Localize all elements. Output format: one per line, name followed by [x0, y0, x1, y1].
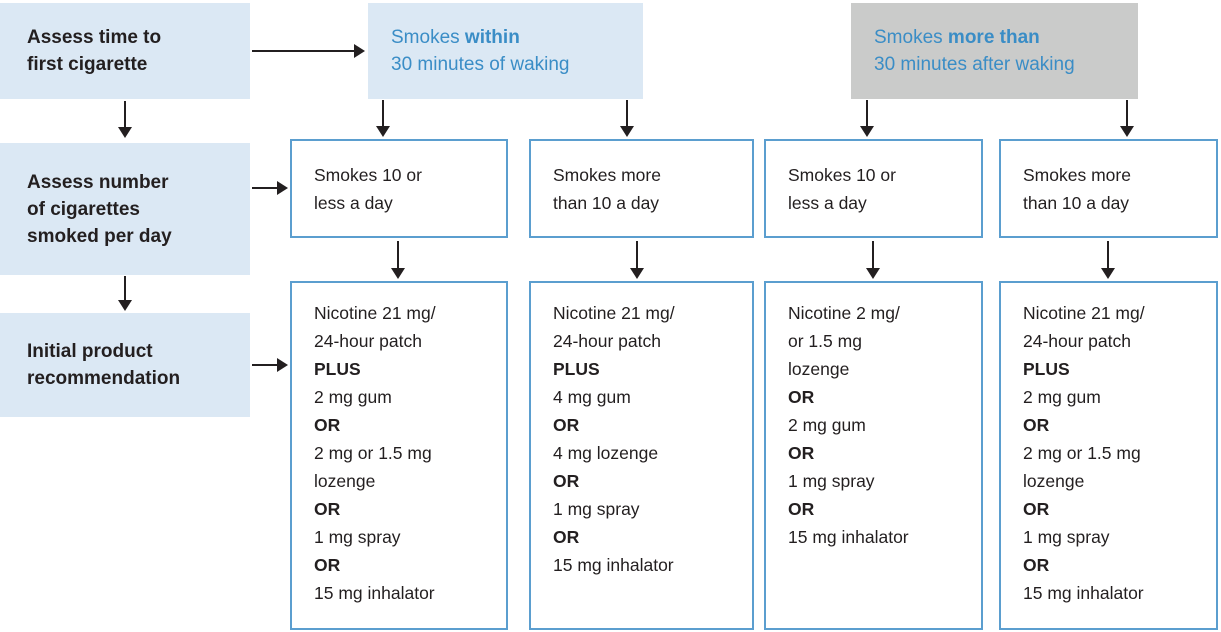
recommendation-line: OR — [553, 471, 580, 491]
recommendation-line: OR — [788, 443, 815, 463]
step-assess-number-box: Assess number of cigarettes smoked per d… — [0, 143, 250, 275]
recommendation-line: or 1.5 mg — [788, 331, 862, 351]
recommendation-line: 1 mg spray — [1023, 527, 1110, 547]
frequency-box-4-label: Smokes more than 10 a day — [1023, 164, 1131, 213]
arrow-down-freq1-rec1 — [391, 241, 405, 279]
recommendation-line: OR — [314, 499, 341, 519]
arrow-down-step2-step3 — [118, 276, 132, 311]
frequency-box-3: Smokes 10 or less a day — [764, 139, 983, 238]
arrow-down-header1-freq2 — [620, 100, 634, 137]
step-assess-time-label: Assess time to first cigarette — [27, 27, 162, 75]
recommendation-line: OR — [788, 499, 815, 519]
header-smokes-within-label: Smokes within 30 minutes of waking — [391, 27, 570, 75]
recommendation-line: OR — [788, 387, 815, 407]
recommendation-line: PLUS — [1023, 359, 1070, 379]
recommendation-line: lozenge — [788, 359, 850, 379]
arrow-down-header2-freq4 — [1120, 100, 1134, 137]
recommendation-line: 15 mg inhalator — [1023, 583, 1144, 603]
recommendation-line: 4 mg gum — [553, 387, 631, 407]
frequency-box-4: Smokes more than 10 a day — [999, 139, 1218, 238]
recommendation-line: 1 mg spray — [553, 499, 640, 519]
arrow-down-freq4-rec4 — [1101, 241, 1115, 279]
recommendation-line: 2 mg gum — [1023, 387, 1101, 407]
recommendation-line: 15 mg inhalator — [553, 555, 674, 575]
recommendation-line: 2 mg or 1.5 mg — [314, 443, 432, 463]
recommendation-line: 15 mg inhalator — [314, 583, 435, 603]
header-smokes-within-box: Smokes within 30 minutes of waking — [368, 3, 643, 99]
recommendation-line: Nicotine 21 mg/ — [553, 303, 675, 323]
frequency-box-2: Smokes more than 10 a day — [529, 139, 754, 238]
recommendation-line: OR — [1023, 499, 1050, 519]
arrow-right-to-header-1 — [252, 44, 365, 58]
arrow-down-header1-freq1 — [376, 100, 390, 137]
frequency-box-3-label: Smokes 10 or less a day — [788, 164, 896, 213]
arrow-down-step1-step2 — [118, 101, 132, 138]
step-assess-number-label: Assess number of cigarettes smoked per d… — [27, 171, 172, 247]
recommendation-line: OR — [314, 415, 341, 435]
step-initial-product-label: Initial product recommendation — [27, 341, 181, 389]
arrow-down-freq3-rec3 — [866, 241, 880, 279]
recommendation-line: OR — [314, 555, 341, 575]
recommendation-line: Nicotine 21 mg/ — [314, 303, 436, 323]
header-smokes-more-than-box: Smokes more than 30 minutes after waking — [851, 3, 1138, 99]
recommendation-line: OR — [1023, 415, 1050, 435]
frequency-box-1: Smokes 10 or less a day — [290, 139, 508, 238]
recommendation-line: 1 mg spray — [788, 471, 875, 491]
recommendation-line: PLUS — [553, 359, 600, 379]
recommendation-line: 15 mg inhalator — [788, 527, 909, 547]
frequency-box-2-label: Smokes more than 10 a day — [553, 164, 661, 213]
recommendation-line: OR — [1023, 555, 1050, 575]
recommendation-line: 1 mg spray — [314, 527, 401, 547]
arrow-down-header2-freq3 — [860, 100, 874, 137]
recommendation-line: 2 mg gum — [314, 387, 392, 407]
recommendation-line: 4 mg lozenge — [553, 443, 659, 463]
recommendation-line: lozenge — [314, 471, 376, 491]
recommendation-line: 24-hour patch — [1023, 331, 1131, 351]
recommendation-line: 24-hour patch — [314, 331, 422, 351]
recommendation-line: OR — [553, 527, 580, 547]
recommendation-line: 24-hour patch — [553, 331, 661, 351]
arrow-right-to-recommendation-row — [252, 358, 288, 372]
header-smokes-more-than-label: Smokes more than 30 minutes after waking — [874, 27, 1075, 75]
frequency-box-1-label: Smokes 10 or less a day — [314, 164, 422, 213]
recommendation-line: OR — [553, 415, 580, 435]
arrow-right-to-frequency-row — [252, 181, 288, 195]
recommendation-line: lozenge — [1023, 471, 1085, 491]
recommendation-line: PLUS — [314, 359, 361, 379]
recommendation-line: 2 mg gum — [788, 415, 866, 435]
recommendation-line: Nicotine 21 mg/ — [1023, 303, 1145, 323]
step-assess-time-box: Assess time to first cigarette — [0, 3, 250, 99]
arrow-down-freq2-rec2 — [630, 241, 644, 279]
step-initial-product-box: Initial product recommendation — [0, 313, 250, 417]
recommendation-line: 2 mg or 1.5 mg — [1023, 443, 1141, 463]
recommendation-line: Nicotine 2 mg/ — [788, 303, 900, 323]
